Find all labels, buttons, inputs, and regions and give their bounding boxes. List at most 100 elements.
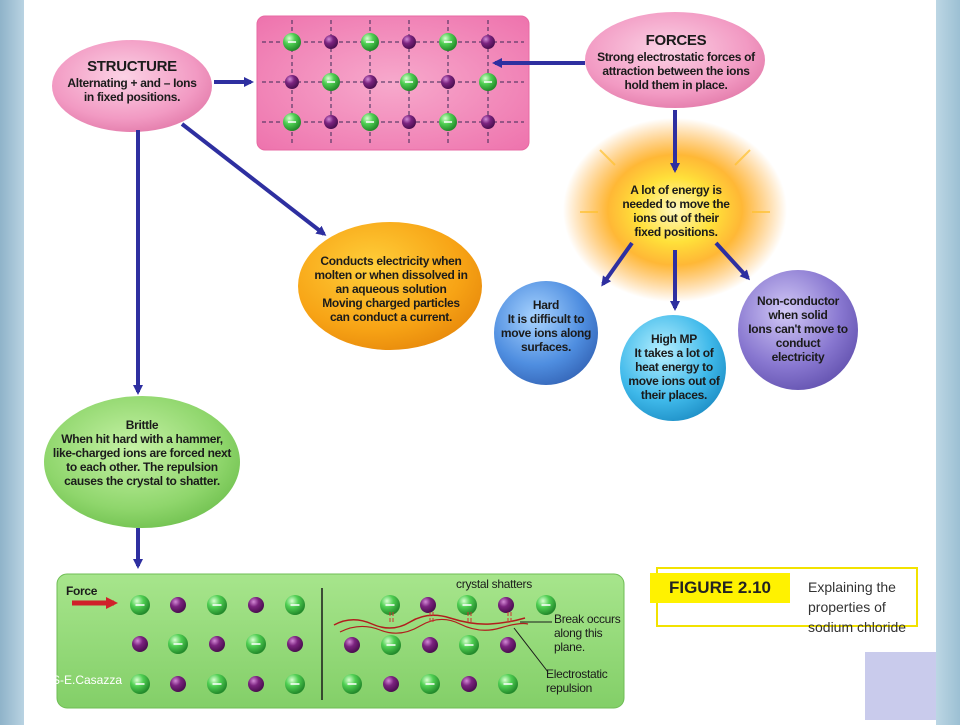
arrow-structure-to-conducts (180, 122, 327, 236)
conducts-bold: Conducts electricity when molten or when… (314, 254, 468, 296)
pink-lattice-panel (256, 15, 530, 151)
figure-caption-text: Explaining the properties of sodium chlo… (808, 579, 907, 635)
anion-sphere (342, 674, 362, 694)
high-mp-title: High MP (651, 332, 697, 346)
energy-text: A lot of energy is needed to move the io… (622, 183, 730, 239)
anion-sphere (246, 634, 266, 654)
anion-sphere (361, 113, 379, 131)
anion-sphere (285, 595, 305, 615)
anion-sphere (439, 113, 457, 131)
hard-title: Hard (532, 298, 560, 312)
cation-sphere (209, 636, 225, 652)
anion-sphere (381, 635, 401, 655)
cation-sphere (170, 676, 186, 692)
non-conductor-title: Non-conductor when solid (756, 294, 840, 322)
energy-label: A lot of energy is needed to move the io… (620, 183, 732, 239)
brittle-label: Brittle When hit hard with a hammer, lik… (52, 418, 232, 488)
anion-sphere (285, 674, 305, 694)
forces-bubble (585, 12, 765, 108)
bottom-ions (130, 595, 556, 694)
anion-sphere (283, 113, 301, 131)
brittle-title: Brittle (125, 418, 159, 432)
anion-sphere (439, 33, 457, 51)
anion-sphere (207, 595, 227, 615)
anion-sphere (479, 73, 497, 91)
structure-title: STRUCTURE (87, 58, 177, 75)
cation-sphere (481, 115, 495, 129)
anion-sphere (457, 595, 477, 615)
anion-sphere (498, 674, 518, 694)
brittle-bubble (44, 396, 240, 528)
cation-sphere (248, 676, 264, 692)
figure-caption-box: FIGURE 2.10 Explaining the properties of… (650, 567, 918, 635)
cation-sphere (285, 75, 299, 89)
anion-sphere (322, 73, 340, 91)
anion-sphere (207, 674, 227, 694)
structure-text: Alternating + and – Ions in fixed positi… (67, 76, 197, 104)
non-conductor-bubble (738, 270, 858, 390)
anion-sphere (130, 595, 150, 615)
anion-sphere (283, 33, 301, 51)
non-conductor-text: Ions can't move to conduct electricity (748, 322, 848, 364)
brittle-text: When hit hard with a hammer, like-charge… (52, 432, 232, 488)
structure-bubble (52, 40, 212, 132)
cation-sphere (170, 597, 186, 613)
high-mp-label: High MP It takes a lot of heat energy to… (628, 332, 720, 402)
cation-sphere (324, 35, 338, 49)
hard-bubble (494, 281, 598, 385)
force-label: Force (66, 584, 98, 598)
figure-tag: FIGURE 2.10 (650, 573, 790, 603)
anion-sphere (459, 635, 479, 655)
conducts-text: Moving charged particles can conduct a c… (322, 296, 460, 324)
cation-sphere (422, 637, 438, 653)
high-mp-text: It takes a lot of heat energy to move io… (628, 346, 720, 402)
repulsion-label: Electrostatic repulsion (546, 667, 608, 695)
forces-label: FORCES Strong electrostatic forces of at… (594, 32, 758, 92)
cation-sphere (363, 75, 377, 89)
cation-sphere (402, 35, 416, 49)
cation-sphere (500, 637, 516, 653)
structure-label: STRUCTURE Alternating + and – Ions in fi… (62, 58, 202, 104)
arrow-energy-to-hard (601, 241, 634, 287)
cation-sphere (324, 115, 338, 129)
cation-sphere (481, 35, 495, 49)
break-label: Break occurs along this plane. (554, 612, 621, 654)
cation-sphere (287, 636, 303, 652)
arrow-energy-to-non-conductor (714, 241, 751, 281)
high-mp-bubble (620, 315, 726, 421)
anion-sphere (380, 595, 400, 615)
anion-sphere (400, 73, 418, 91)
anion-sphere (361, 33, 379, 51)
shatter-label: crystal shatters (456, 577, 532, 591)
conducts-label: Conducts electricity when molten or when… (312, 254, 470, 324)
hard-label: Hard It is difficult to move ions along … (500, 298, 592, 354)
lattice-ions (283, 33, 497, 131)
cation-sphere (383, 676, 399, 692)
non-conductor-label: Non-conductor when solid Ions can't move… (748, 294, 848, 364)
cation-sphere (132, 636, 148, 652)
energy-glow (563, 118, 787, 302)
anion-sphere (168, 634, 188, 654)
break-plane (333, 612, 552, 673)
bottom-crystal-panel (56, 573, 625, 709)
corner-decoration (865, 652, 936, 720)
credit-text: JS-E.Casazza (46, 673, 123, 687)
hard-text: It is difficult to move ions along surfa… (500, 312, 592, 354)
cation-sphere (248, 597, 264, 613)
cation-sphere (402, 115, 416, 129)
forces-text: Strong electrostatic forces of attractio… (597, 50, 755, 92)
figure-caption: Explaining the properties of sodium chlo… (678, 577, 918, 637)
conducts-bubble (298, 222, 482, 350)
anion-sphere (130, 674, 150, 694)
forces-title: FORCES (645, 32, 707, 49)
anion-sphere (420, 674, 440, 694)
cation-sphere (498, 597, 514, 613)
cation-sphere (344, 637, 360, 653)
cation-sphere (441, 75, 455, 89)
connector-arrows (133, 58, 751, 569)
anion-sphere (536, 595, 556, 615)
cation-sphere (420, 597, 436, 613)
cation-sphere (461, 676, 477, 692)
